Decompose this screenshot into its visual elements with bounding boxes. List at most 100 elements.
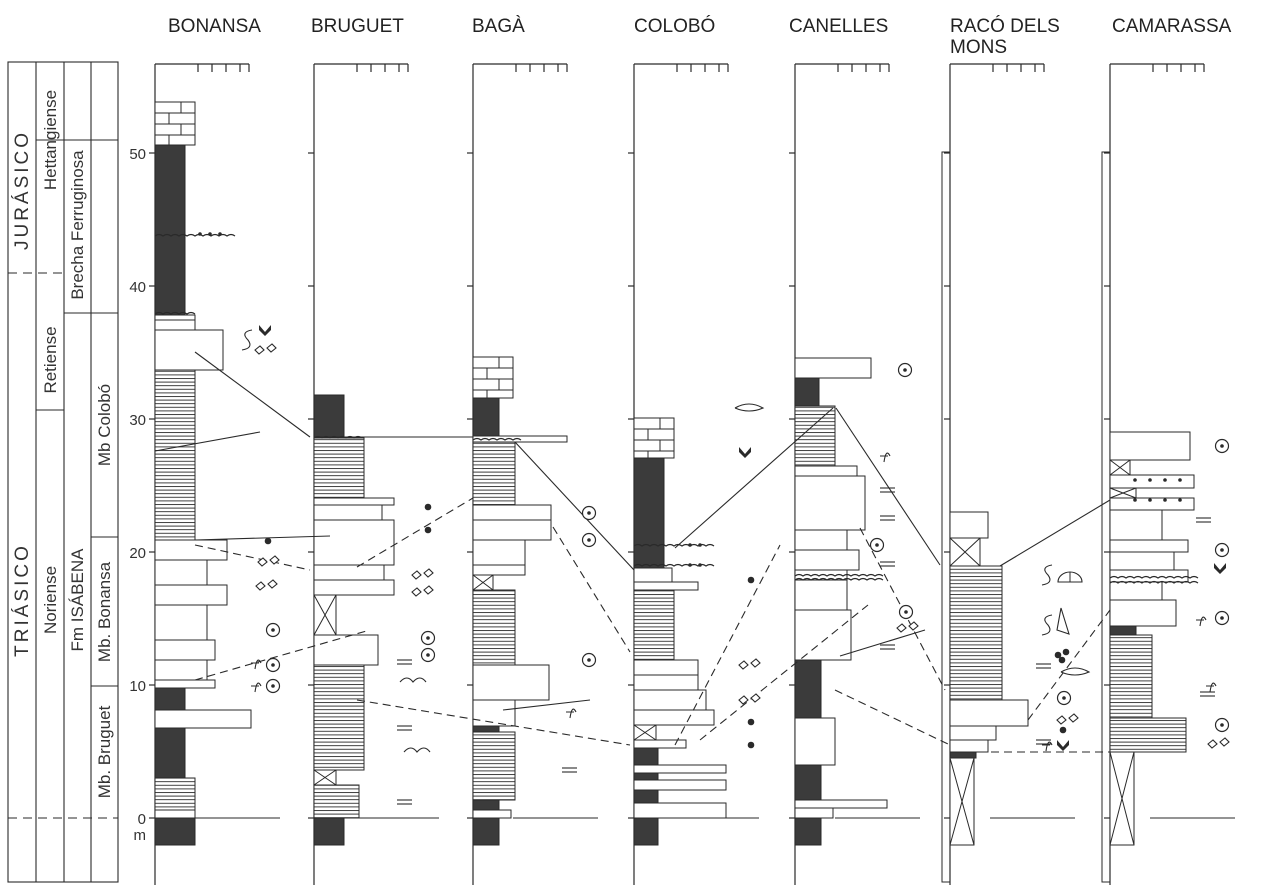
bed bbox=[155, 710, 251, 728]
bed bbox=[795, 358, 871, 378]
bed bbox=[634, 765, 726, 773]
ooid-symbol bbox=[583, 534, 596, 547]
correlation-line-dashed bbox=[675, 545, 780, 745]
dot-symbol bbox=[698, 543, 702, 547]
dot-symbol bbox=[1163, 498, 1167, 502]
lamination-symbol bbox=[880, 516, 895, 520]
ooid-symbol bbox=[899, 364, 912, 377]
label-mb-bonansa: Mb. Bonansa bbox=[95, 561, 114, 662]
bed bbox=[1110, 635, 1152, 718]
lamination-symbol bbox=[397, 660, 412, 664]
scale-tick-50: 50 bbox=[129, 146, 146, 163]
column-frame bbox=[942, 152, 950, 882]
bed bbox=[1110, 718, 1186, 752]
bed bbox=[634, 582, 698, 590]
nodule-symbol bbox=[425, 504, 432, 511]
correlation-line bbox=[840, 630, 925, 656]
burrow-symbol bbox=[880, 453, 890, 462]
bed bbox=[795, 610, 851, 660]
bed bbox=[950, 740, 988, 752]
bed bbox=[1110, 475, 1194, 488]
bed bbox=[795, 765, 821, 800]
dot-symbol bbox=[1148, 478, 1152, 482]
bed bbox=[314, 520, 394, 565]
bed bbox=[795, 530, 847, 550]
trace-fossil-symbol bbox=[242, 330, 252, 350]
label-jurasico: JURÁSICO bbox=[12, 130, 33, 250]
bed bbox=[1110, 626, 1136, 635]
ooid-symbol bbox=[583, 654, 596, 667]
bed bbox=[795, 476, 865, 530]
intraclast-symbol bbox=[1057, 714, 1078, 724]
depth-scale: 50 40 30 20 10 0 m bbox=[129, 146, 146, 844]
bed bbox=[950, 566, 1002, 700]
ooid-symbol bbox=[1216, 440, 1229, 453]
scale-tick-10: 10 bbox=[129, 678, 146, 695]
bed bbox=[1110, 510, 1162, 540]
bed bbox=[950, 726, 996, 740]
bed bbox=[795, 660, 821, 718]
ooid-symbol bbox=[583, 507, 596, 520]
fish-symbol bbox=[1057, 740, 1069, 751]
bed bbox=[795, 718, 835, 765]
burrow-symbol bbox=[1206, 683, 1216, 692]
dot-symbol bbox=[1178, 498, 1182, 502]
bed bbox=[155, 315, 195, 320]
burrow-symbol bbox=[1196, 617, 1206, 626]
scale-tick-20: 20 bbox=[129, 545, 146, 562]
bed bbox=[473, 590, 515, 665]
ooid-symbol bbox=[1216, 612, 1229, 625]
ripple-symbol bbox=[404, 748, 430, 752]
burrow-symbol bbox=[566, 709, 576, 718]
column-frame bbox=[1102, 152, 1110, 882]
bed bbox=[634, 418, 674, 458]
burrow-symbol bbox=[251, 683, 261, 692]
label-fm-isabena: Fm ISÁBENA bbox=[68, 548, 87, 652]
bed bbox=[314, 665, 364, 770]
lamination-symbol bbox=[397, 800, 412, 804]
bed bbox=[795, 466, 857, 476]
intraclast-symbol bbox=[1208, 738, 1229, 748]
bed bbox=[795, 818, 821, 845]
correlation-line bbox=[195, 536, 330, 540]
bed bbox=[314, 505, 382, 520]
intraclast-symbol bbox=[255, 344, 276, 354]
bed bbox=[634, 740, 686, 748]
bed bbox=[155, 330, 223, 370]
bed bbox=[314, 635, 378, 665]
bed bbox=[634, 660, 698, 675]
bed bbox=[155, 778, 195, 810]
bed bbox=[155, 685, 185, 778]
bed bbox=[473, 398, 499, 436]
label-mb-bruguet: Mb. Bruguet bbox=[95, 705, 114, 798]
bed bbox=[314, 818, 344, 845]
bed bbox=[634, 568, 672, 582]
correlation-line bbox=[1000, 500, 1110, 566]
lamination-symbol bbox=[562, 768, 577, 772]
bed bbox=[634, 675, 698, 690]
bed bbox=[795, 808, 833, 818]
bed bbox=[473, 442, 515, 505]
bed bbox=[634, 803, 726, 818]
fish-symbol bbox=[1214, 563, 1226, 574]
bed bbox=[155, 640, 215, 660]
lens-symbol bbox=[1061, 668, 1089, 675]
intraclast-symbol bbox=[739, 694, 760, 704]
bed bbox=[473, 700, 515, 726]
lamination-symbol bbox=[1200, 692, 1215, 696]
bed bbox=[473, 726, 499, 732]
bed bbox=[634, 458, 664, 568]
columns-group bbox=[149, 64, 1235, 885]
bed bbox=[634, 773, 658, 780]
bed bbox=[155, 585, 227, 605]
dot-symbol bbox=[688, 543, 692, 547]
trace-fossil-symbol bbox=[1042, 615, 1052, 635]
dot-symbol bbox=[1163, 478, 1167, 482]
bed bbox=[634, 590, 674, 660]
ooid-symbol bbox=[871, 539, 884, 552]
dot-symbol bbox=[198, 232, 202, 236]
label-retiense: Retiense bbox=[41, 326, 60, 393]
bed bbox=[1110, 432, 1190, 460]
bed bbox=[634, 790, 658, 803]
